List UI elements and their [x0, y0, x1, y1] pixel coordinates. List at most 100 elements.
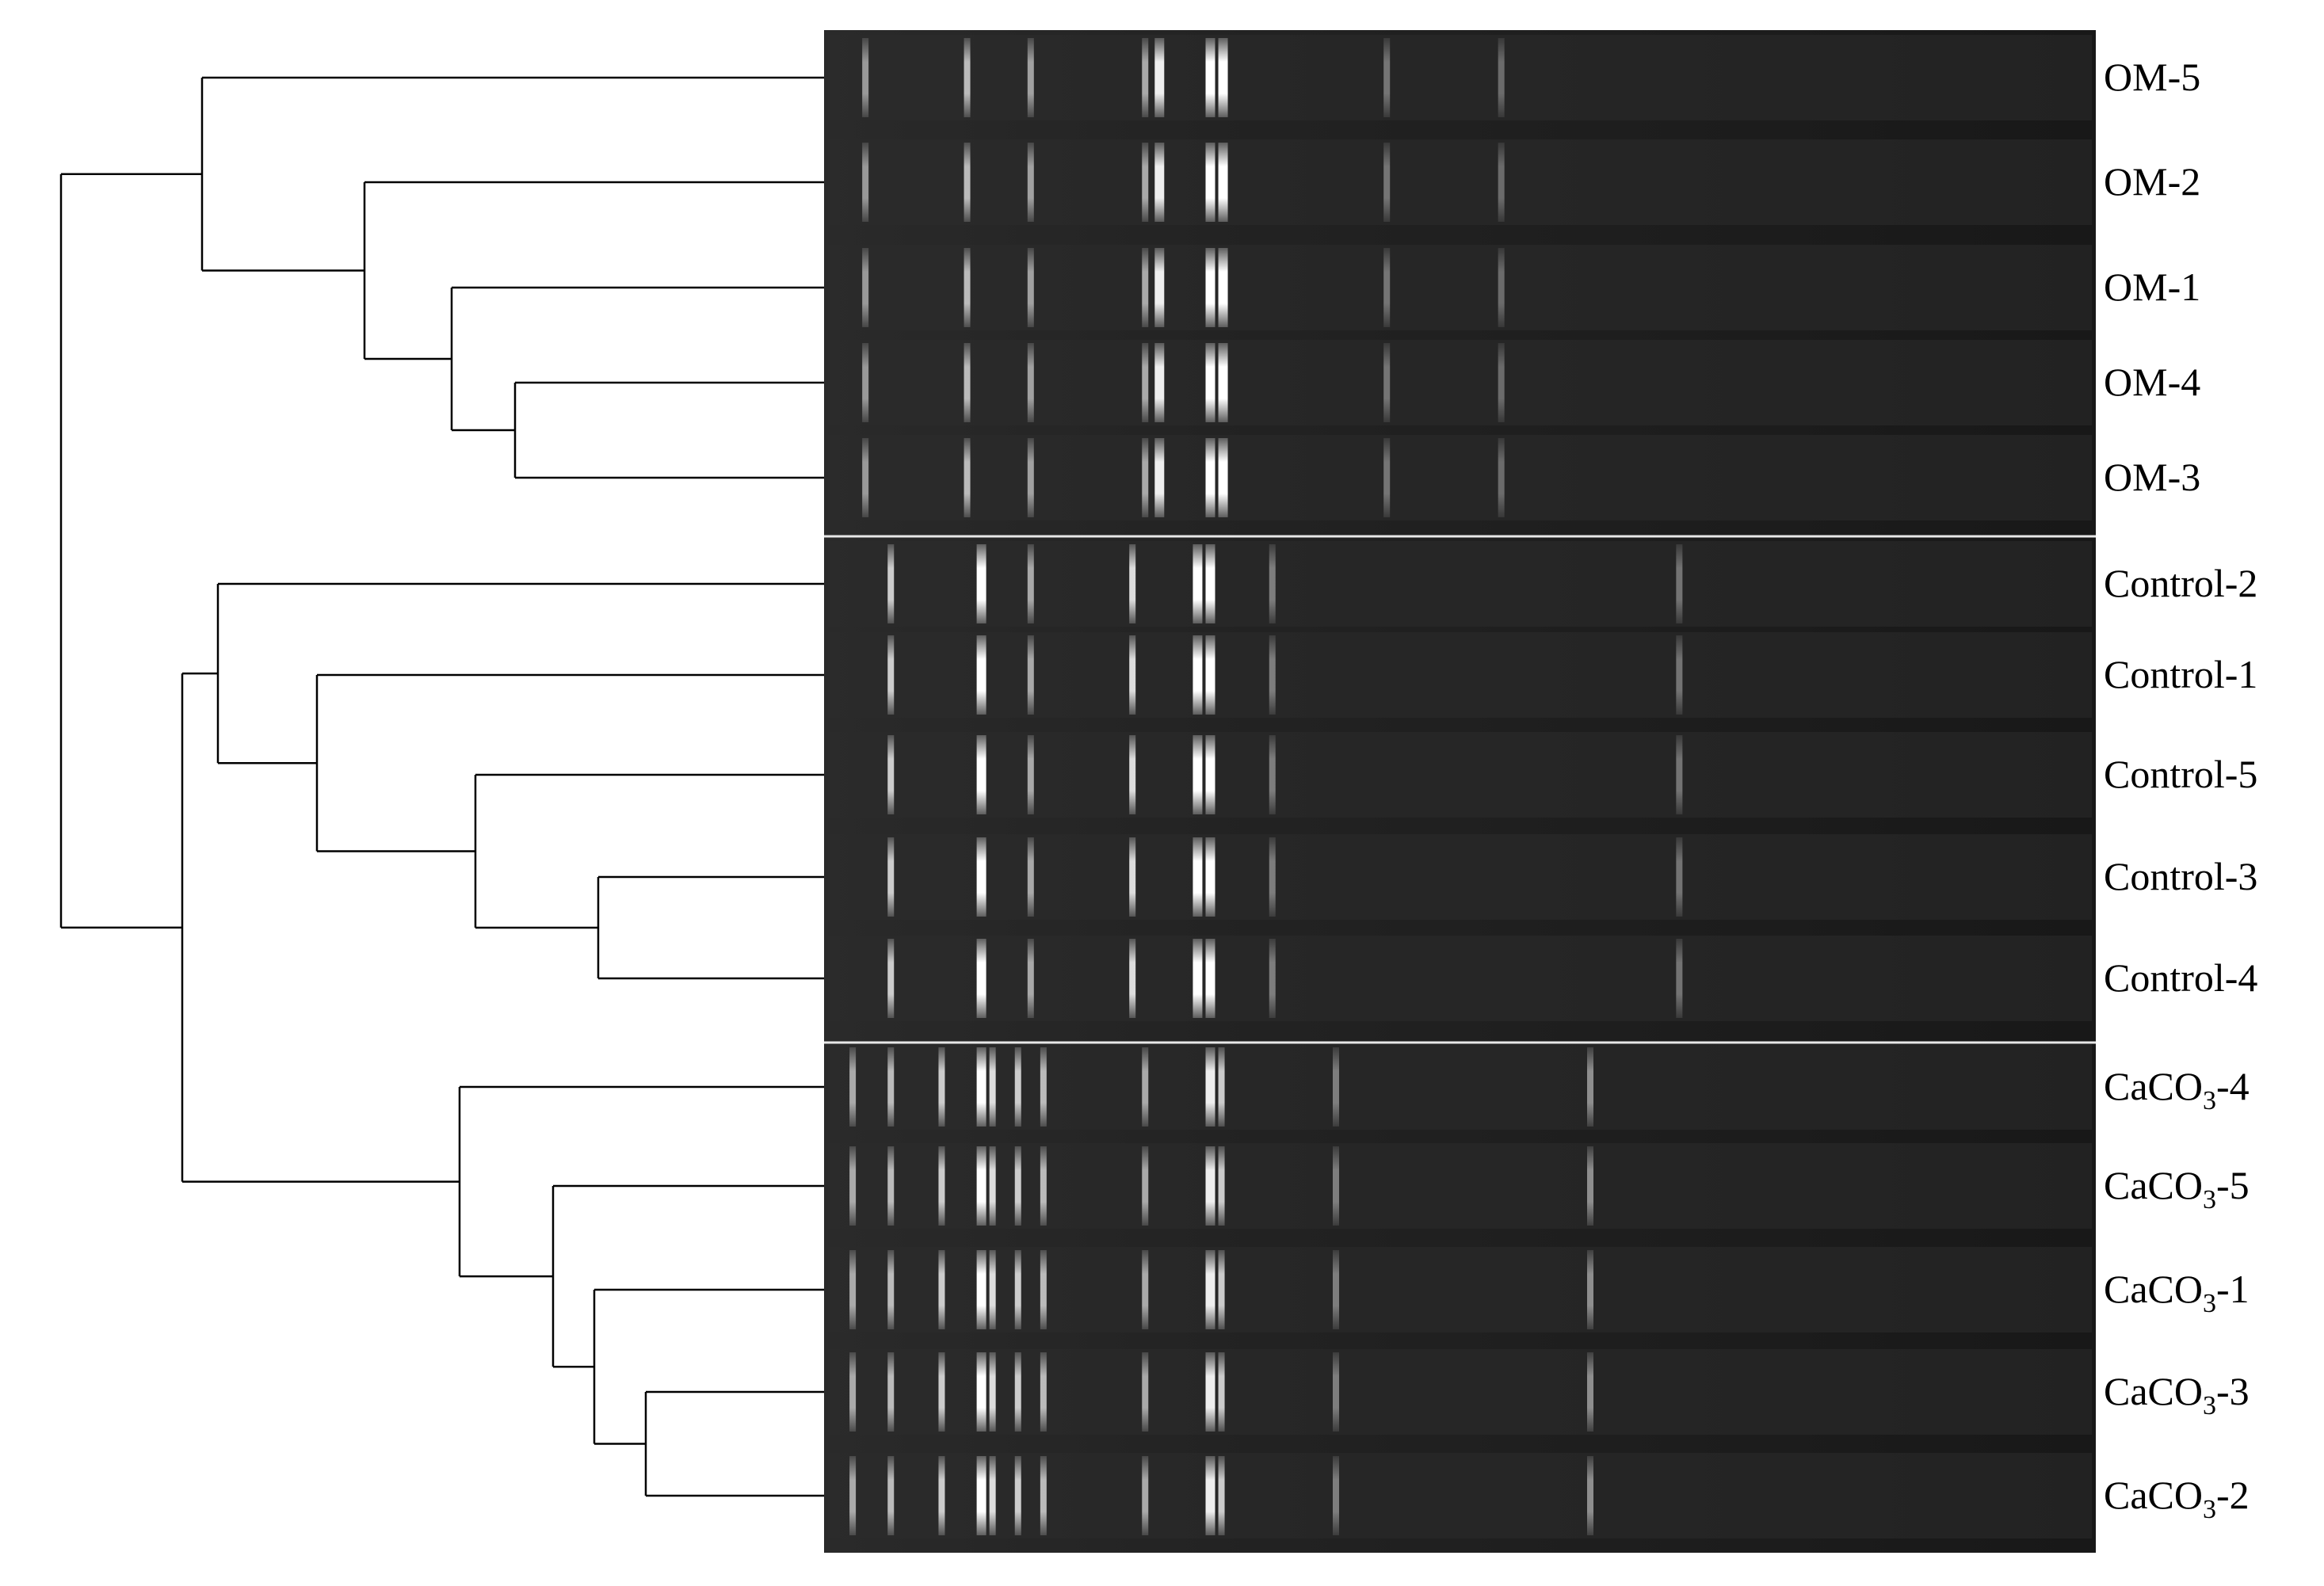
- lane-label: OM-2: [2104, 159, 2200, 204]
- gel-lane: [828, 1143, 2092, 1229]
- gel-band: [1269, 635, 1276, 715]
- gel-band: [1027, 544, 1034, 623]
- gel-band: [1027, 343, 1034, 422]
- gel-band: [1205, 248, 1215, 327]
- gel-band: [1014, 1456, 1021, 1535]
- gel-band: [1676, 544, 1683, 623]
- gel-band: [1218, 1352, 1225, 1432]
- lane-background: [828, 1143, 2092, 1229]
- gel-band: [887, 1047, 895, 1127]
- gel-band: [1333, 1146, 1339, 1226]
- gel-band: [938, 1250, 945, 1329]
- gel-band: [887, 544, 895, 623]
- gel-lane: [828, 541, 2092, 627]
- gel-band: [976, 1047, 986, 1127]
- lane-label: CaCO3-4: [2104, 1064, 2250, 1115]
- lane-label: OM-5: [2104, 55, 2200, 99]
- gel-band: [1383, 343, 1391, 422]
- gel-band: [887, 1456, 895, 1535]
- gel-band: [1142, 1146, 1149, 1226]
- gel-band: [1383, 143, 1391, 222]
- gel-band: [976, 1146, 986, 1226]
- gel-band: [1193, 635, 1203, 715]
- gel-band: [1498, 143, 1505, 222]
- gel-band: [1205, 1352, 1215, 1432]
- gel-band: [1587, 1047, 1593, 1127]
- gel-band: [1218, 1146, 1225, 1226]
- gel-band: [1014, 1250, 1021, 1329]
- gel-band: [1040, 1146, 1047, 1226]
- lane-background: [828, 340, 2092, 425]
- gel-band: [1154, 248, 1165, 327]
- lane-label: CaCO3-5: [2104, 1163, 2250, 1214]
- gel-band: [1142, 1456, 1149, 1535]
- gel-band: [1218, 143, 1228, 222]
- gel-band: [1040, 1250, 1047, 1329]
- gel-band: [1269, 837, 1276, 917]
- gel-band: [1498, 343, 1505, 422]
- gel-band: [976, 1352, 986, 1432]
- gel-band: [1333, 1047, 1339, 1127]
- gel-band: [1027, 837, 1034, 917]
- gel-lane: [828, 632, 2092, 718]
- gel-band: [1676, 837, 1683, 917]
- gel-band: [976, 939, 986, 1018]
- lane-label: CaCO3-2: [2104, 1473, 2250, 1524]
- gel-band: [1205, 1250, 1215, 1329]
- gel-band: [887, 939, 895, 1018]
- gel-band: [1218, 1047, 1225, 1127]
- gel-band: [976, 837, 986, 917]
- gel-band: [1193, 939, 1203, 1018]
- gel-band: [887, 635, 895, 715]
- gel-band: [1383, 248, 1391, 327]
- gel-band: [862, 343, 869, 422]
- gel-band: [1205, 1456, 1215, 1535]
- gel-band: [989, 1146, 996, 1226]
- gel-lane: [828, 1247, 2092, 1332]
- lane-label: CaCO3-1: [2104, 1267, 2250, 1318]
- gel-band: [887, 1352, 895, 1432]
- gel-band: [862, 38, 869, 117]
- gel-band: [964, 38, 971, 117]
- gel-band: [976, 544, 986, 623]
- gel-band: [1142, 143, 1149, 222]
- gel-band: [1040, 1456, 1047, 1535]
- lane-label: OM-1: [2104, 265, 2200, 309]
- gel-band: [1269, 939, 1276, 1018]
- gel-band: [938, 1146, 945, 1226]
- lane-background: [828, 632, 2092, 718]
- gel-band: [1014, 1146, 1021, 1226]
- lane-background: [828, 1349, 2092, 1435]
- gel-band: [1333, 1352, 1339, 1432]
- gel-band: [1154, 38, 1165, 117]
- gel-band: [1205, 1146, 1215, 1226]
- gel-band: [1205, 1047, 1215, 1127]
- gel-band: [1205, 438, 1215, 517]
- gel-band: [849, 1352, 857, 1432]
- gel-band: [849, 1456, 857, 1535]
- gel-band: [1040, 1047, 1047, 1127]
- gel-band: [1027, 438, 1034, 517]
- gel-lane: [828, 936, 2092, 1021]
- gel-lane: [828, 35, 2092, 120]
- gel-band: [1193, 544, 1203, 623]
- gel-lane: [828, 245, 2092, 330]
- gel-lane: [828, 1349, 2092, 1435]
- gel-band: [862, 248, 869, 327]
- lane-label: OM-3: [2104, 455, 2200, 499]
- gel-band: [1027, 735, 1034, 814]
- gel-band: [1269, 735, 1276, 814]
- lane-background: [828, 936, 2092, 1021]
- gel-band: [1205, 38, 1215, 117]
- gel-band: [1333, 1456, 1339, 1535]
- gel-band: [1205, 343, 1215, 422]
- gel-band: [1498, 248, 1505, 327]
- gel-band: [887, 1146, 895, 1226]
- gel-band: [976, 1250, 986, 1329]
- lane-background: [828, 1044, 2092, 1130]
- gel-lane: [828, 834, 2092, 920]
- gel-band: [1129, 837, 1136, 917]
- gel-band: [1142, 438, 1149, 517]
- gel-band: [976, 1456, 986, 1535]
- gel-band: [1676, 635, 1683, 715]
